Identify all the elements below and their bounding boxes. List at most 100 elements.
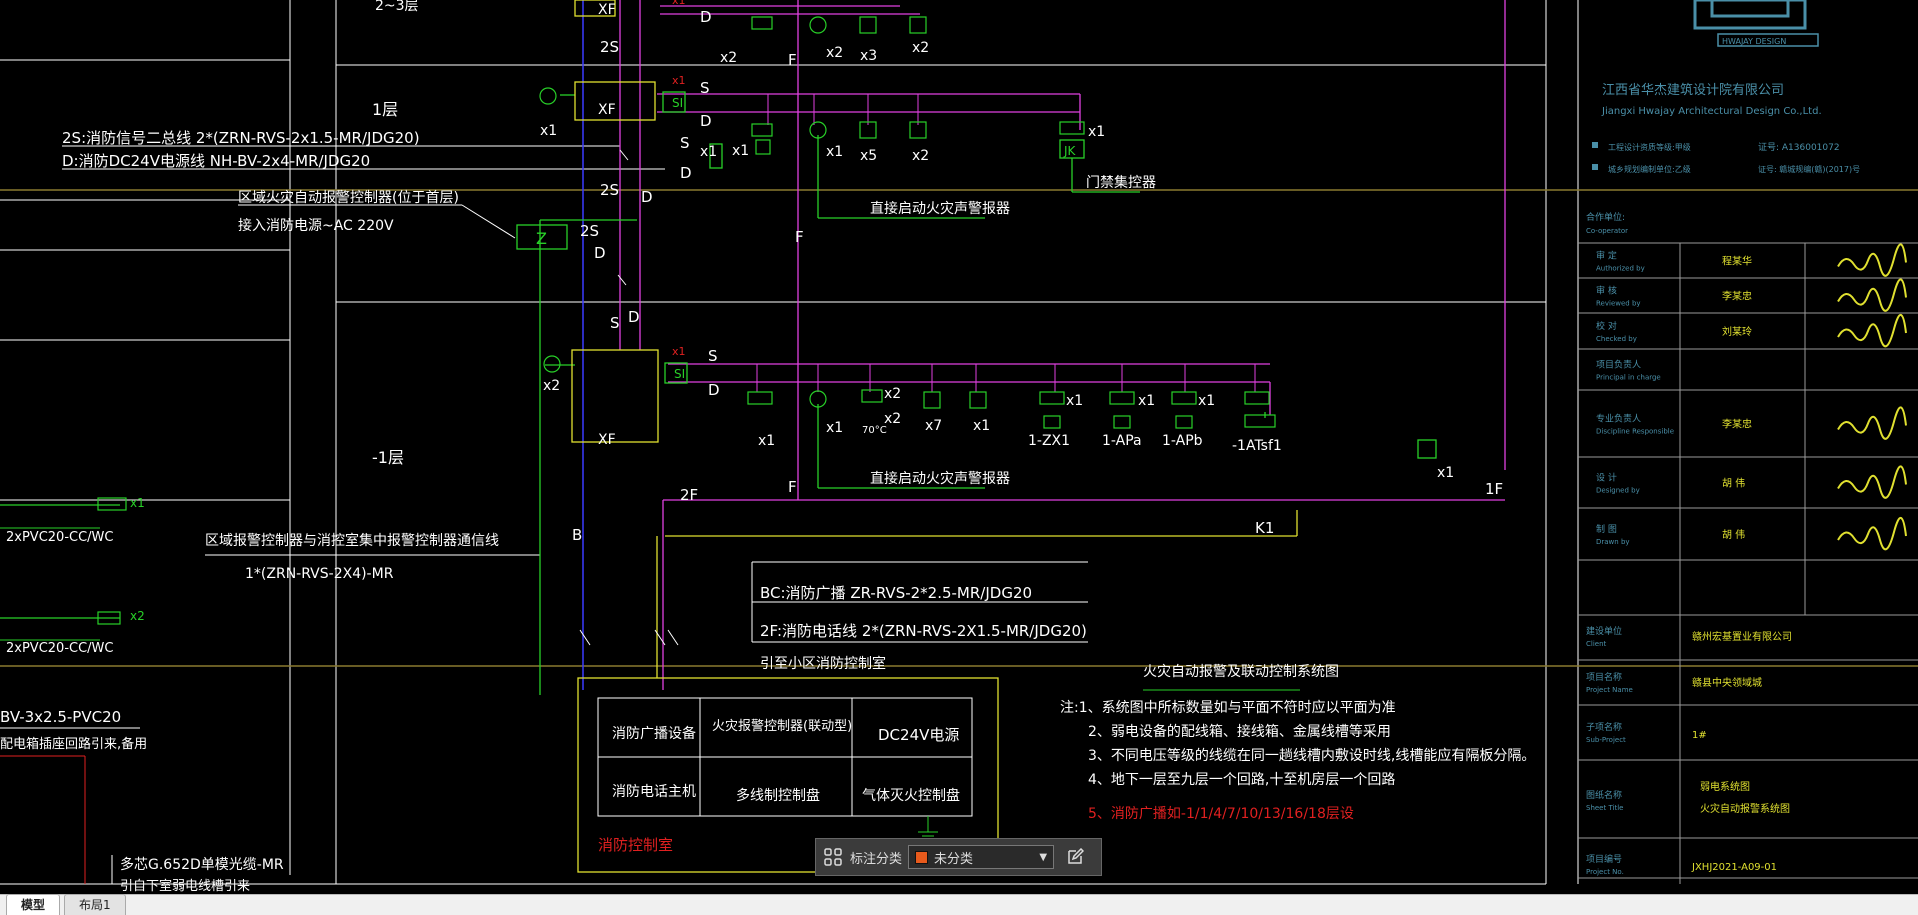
- lead-to-control-room: 引至小区消防控制室: [760, 655, 886, 672]
- layout-tabs: 模型 布局1: [0, 894, 1918, 915]
- green-signal-lines: [539, 94, 1266, 695]
- category-color-swatch: [915, 850, 929, 864]
- annotation-category-select[interactable]: 未分类 ▼: [908, 845, 1055, 869]
- sign-role-cn: 项目负责人: [1596, 359, 1641, 371]
- cell-gas-panel: 气体灭火控制盘: [862, 787, 960, 804]
- cell-phone-host: 消防电话主机: [612, 784, 696, 800]
- note-4: 4、地下一层至九层一个回路,十至机房层一个回路: [1088, 772, 1395, 788]
- annotation-category-value: 未分类: [934, 851, 974, 867]
- signature-mark: [1837, 243, 1907, 277]
- wire-s-f1b: S: [680, 134, 690, 152]
- device-1-apb: 1-APb: [1162, 433, 1203, 449]
- wire-2s-mid: 2S: [600, 181, 619, 199]
- horizontal-band-lines: [0, 189, 1918, 667]
- qty-x1-f: x1: [973, 418, 990, 434]
- logo-text: HWAJAY DESIGN: [1722, 37, 1786, 46]
- tab-layout1[interactable]: 布局1: [64, 894, 126, 915]
- control-room-table: [597, 697, 973, 817]
- sign-person-name: 胡 伟: [1722, 528, 1745, 541]
- qty-x1-h: x1: [1138, 393, 1155, 409]
- sign-person-name: 胡 伟: [1722, 477, 1745, 490]
- qty-x1-i: x1: [1198, 393, 1215, 409]
- wire-d-fb1: D: [628, 308, 640, 326]
- cooperator-cn: 合作单位:: [1586, 211, 1625, 223]
- note-3: 3、不同电压等级的线缆在同一趟线槽内敷设时线,线槽能应有隔板分隔。: [1088, 747, 1535, 764]
- control-room-label: 消防控制室: [598, 836, 673, 854]
- qty-x2-e: x2: [543, 378, 560, 394]
- qty-x2-d: x2: [912, 148, 929, 164]
- sign-role-cn: 审 核: [1596, 285, 1617, 297]
- wire-d-mid: D: [641, 188, 653, 206]
- wire-2s-top: 2S: [600, 38, 619, 56]
- note-5: 5、消防广播如-1/1/4/7/10/13/16/18层设: [1088, 806, 1354, 822]
- wire-s-fb1b: S: [708, 347, 718, 365]
- qualification-1: 工程设计资质等级:甲级: [1608, 142, 1691, 152]
- company-name-cn: 江西省华杰建筑设计院有限公司: [1602, 82, 1784, 98]
- jk-box: JK: [1063, 144, 1077, 158]
- sign-person-name: 李某忠: [1722, 290, 1752, 303]
- region-comm-line2: 1*(ZRN-RVS-2X4)-MR: [245, 566, 394, 582]
- wire-s-fb1: S: [610, 314, 620, 332]
- wire-d-z: D: [594, 244, 606, 262]
- wire-s-f1: S: [700, 79, 710, 97]
- qty-x1-b: x1: [732, 143, 749, 159]
- cable-spec-bc: BC:消防广播 ZR-RVS-2*2.5-MR/JDG20: [760, 584, 1032, 602]
- grid-menu-icon[interactable]: [822, 846, 844, 868]
- qty-x1-g: x1: [1066, 393, 1083, 409]
- si-box-fb1: SI: [674, 367, 685, 381]
- sign-role-cn: 专业负责人: [1596, 413, 1641, 425]
- cooperator-en: Co-operator: [1586, 227, 1628, 235]
- cell-fire-alarm-controller: 火灾报警控制器(联动型): [712, 718, 852, 734]
- qty-x3: x3: [860, 48, 877, 64]
- qty-x5: x5: [860, 148, 877, 164]
- sign-role-en: Designed by: [1596, 487, 1640, 495]
- qualification-2-no: 证号: 赣城规编(赣)(2017)号: [1758, 164, 1860, 174]
- sign-person-name: 李某忠: [1722, 418, 1752, 431]
- sign-role-en: Discipline Responsible: [1596, 428, 1674, 436]
- device-1-zx1: 1-ZX1: [1028, 433, 1070, 449]
- qty-x1-d: x1: [758, 433, 775, 449]
- wire-label-b: B: [572, 526, 582, 544]
- sign-role-cn: 校 对: [1596, 320, 1617, 332]
- edit-icon[interactable]: [1064, 846, 1086, 868]
- company-logo: [1693, 0, 1819, 47]
- drawing-frame: [0, 0, 1579, 885]
- sign-person-name: 程某华: [1722, 255, 1752, 268]
- client-label-cn: 建设单位: [1586, 625, 1622, 637]
- sheet-title-label-cn: 图纸名称: [1586, 789, 1622, 801]
- qty-x1-left: x1: [130, 496, 145, 510]
- z-controller-box: Z: [536, 229, 547, 248]
- device-atsf1: -1ATsf1: [1232, 438, 1282, 454]
- sign-role-en: Checked by: [1596, 335, 1637, 343]
- cell-broadcast: 消防广播设备: [612, 725, 696, 742]
- wire-d-f1b: D: [680, 164, 692, 182]
- project-label-en: Project Name: [1586, 686, 1633, 694]
- project-no-value: JXHJ2021-A09-01: [1691, 862, 1777, 873]
- signature-mark: [1837, 314, 1907, 348]
- x1-red-top: x1: [672, 0, 686, 7]
- cell-dc24v: DC24V电源: [878, 726, 959, 744]
- qty-x1-jk: x1: [1088, 124, 1105, 140]
- wire-2f: 2F: [680, 486, 698, 504]
- qty-x1-k: x1: [700, 144, 717, 160]
- sheet-title-value-1: 弱电系统图: [1700, 780, 1750, 793]
- company-name-en: Jiangxi Hwajay Architectural Design Co.,…: [1601, 106, 1822, 117]
- annotation-toolbar: 标注分类 未分类 ▼: [815, 838, 1102, 876]
- pvc-label-1: 2xPVC20-CC/WC: [6, 530, 113, 545]
- region-controller-power: 接入消防电源~AC 220V: [238, 217, 394, 234]
- client-value: 赣州宏基置业有限公司: [1692, 630, 1792, 643]
- wire-2s-z: 2S: [580, 222, 599, 240]
- qty-x2-g: x2: [884, 411, 901, 427]
- qty-x1-a: x1: [826, 144, 843, 160]
- sign-role-cn: 设 计: [1596, 472, 1617, 484]
- device-1-apa: 1-APa: [1102, 433, 1142, 449]
- magenta-trunk-lines: [619, 0, 1506, 690]
- qty-x1-c: x1: [540, 123, 557, 139]
- tab-model[interactable]: 模型: [6, 894, 61, 915]
- region-comm-line1: 区域报警控制器与消控室集中报警控制器通信线: [205, 532, 499, 549]
- x1-red-fb1: x1: [672, 345, 686, 358]
- pvc-label-2: 2xPVC20-CC/WC: [6, 641, 113, 656]
- qty-x2-f: x2: [884, 386, 901, 402]
